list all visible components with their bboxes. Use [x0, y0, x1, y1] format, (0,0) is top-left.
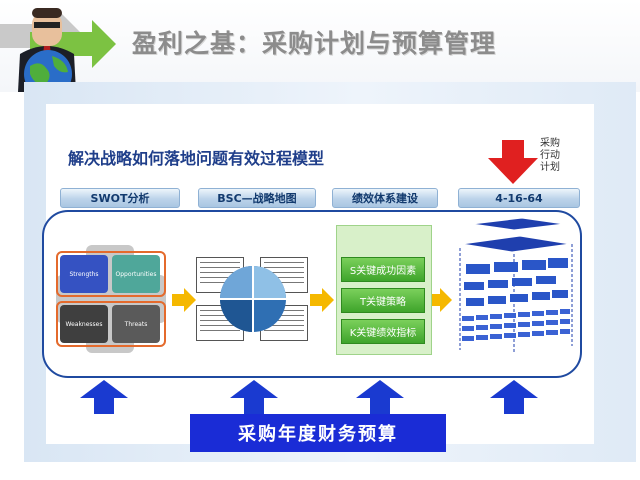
swot-strengths: Strengths	[60, 255, 108, 293]
flow-arrow-3-icon	[428, 288, 452, 312]
swot-threats: Threats	[112, 305, 160, 343]
kpi-key-strategies: T关键策略	[341, 288, 425, 313]
stage-swot: SWOT分析	[60, 188, 180, 208]
up-arrow-1-icon	[80, 380, 128, 414]
up-arrow-2-icon	[230, 380, 278, 414]
page-title: 盈利之基：采购计划与预算管理	[132, 29, 497, 58]
swot-weaknesses: Weaknesses	[60, 305, 108, 343]
flow-arrow-1-icon	[172, 288, 196, 312]
swot-diagram: Strengths Opportunities Weaknesses Threa…	[56, 245, 166, 353]
kpi-critical-success-factors: S关键成功因素	[341, 257, 425, 282]
up-arrow-3-icon	[356, 380, 404, 414]
up-arrow-4-icon	[490, 380, 538, 414]
swot-opportunities: Opportunities	[112, 255, 160, 293]
kpi-key-indicators: K关键绩效指标	[341, 319, 425, 344]
bsc-strategy-map	[196, 255, 308, 345]
red-down-arrow-icon	[488, 140, 538, 184]
flow-arrow-2-icon	[310, 288, 334, 312]
stage-bsc: BSC—战略地图	[198, 188, 316, 208]
swot-highlight-bottom	[56, 301, 166, 347]
annual-budget-bar: 采购年度财务预算	[190, 414, 446, 452]
action-plan-label: 采购 行动 计划	[540, 138, 560, 173]
bsc-circle-icon	[220, 266, 286, 332]
model-title: 解决战略如何落地问题有效过程模型	[68, 149, 325, 168]
swot-highlight-top	[56, 251, 166, 297]
stage-performance: 绩效体系建设	[332, 188, 438, 208]
stage-4-16-64: 4-16-64	[458, 188, 580, 208]
layered-plan-grid-icon	[459, 217, 573, 354]
